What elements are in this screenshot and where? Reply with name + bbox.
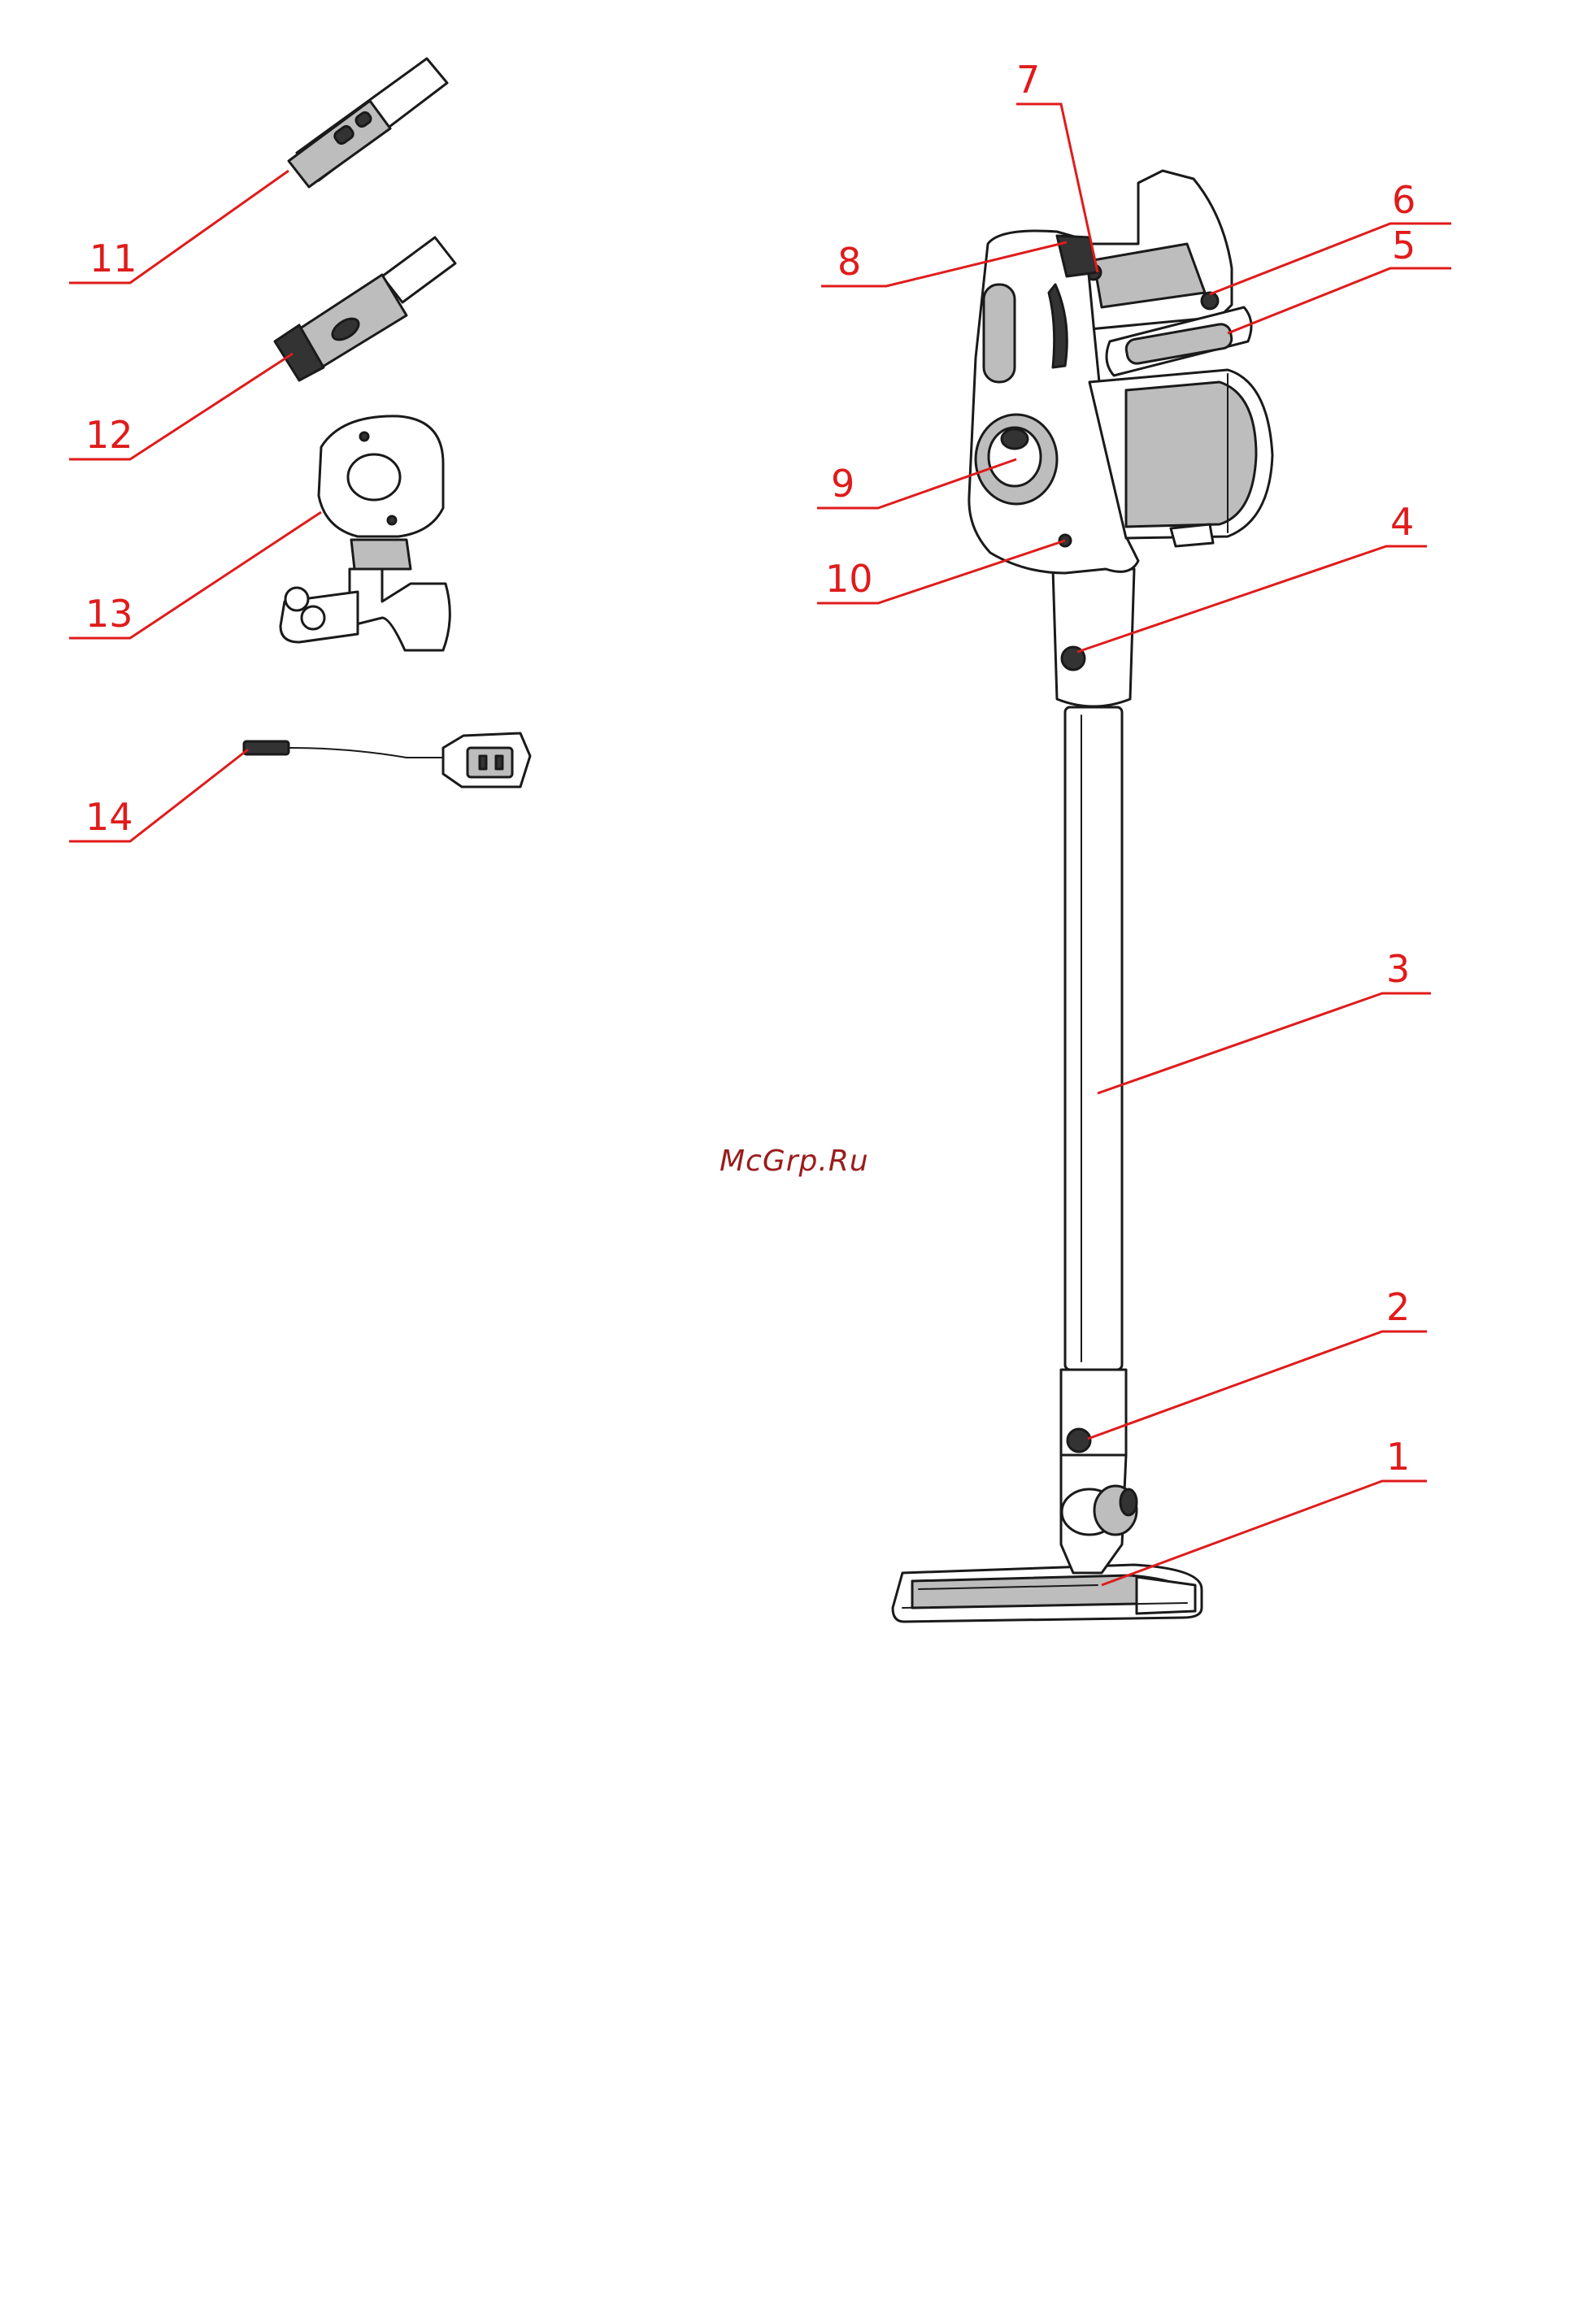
callout-number-7: 7 — [1016, 58, 1040, 102]
callout-number-6: 6 — [1392, 178, 1416, 222]
callout-number-10: 10 — [825, 557, 873, 601]
floor-brush-illustration — [893, 1565, 1202, 1622]
callout-number-9: 9 — [831, 462, 855, 506]
charger-adapter-illustration — [244, 733, 530, 787]
neck-joint-illustration — [1061, 1370, 1137, 1573]
dusting-brush-illustration — [275, 237, 455, 380]
callout-number-8: 8 — [837, 240, 861, 284]
watermark: McGrp.Ru — [720, 1145, 869, 1178]
callout-number-11: 11 — [89, 237, 137, 280]
callout-number-1: 1 — [1386, 1435, 1410, 1479]
callout-line-2 — [1088, 1331, 1427, 1439]
extension-tube-illustration — [1065, 707, 1122, 1370]
callout-line-3 — [1098, 993, 1431, 1093]
callout-number-12: 12 — [85, 413, 133, 457]
callout-number-4: 4 — [1390, 500, 1414, 544]
wall-mount-illustration — [280, 416, 450, 650]
crevice-tool-illustration — [289, 59, 447, 187]
handle-battery-illustration — [1081, 171, 1251, 376]
callout-lines — [69, 104, 1451, 1585]
callout-number-3: 3 — [1386, 947, 1410, 991]
callout-number-14: 14 — [85, 795, 133, 839]
callout-number-2: 2 — [1386, 1285, 1410, 1329]
callout-number-13: 13 — [85, 592, 133, 636]
callout-number-5: 5 — [1392, 224, 1416, 267]
callout-line-5 — [1228, 268, 1451, 333]
